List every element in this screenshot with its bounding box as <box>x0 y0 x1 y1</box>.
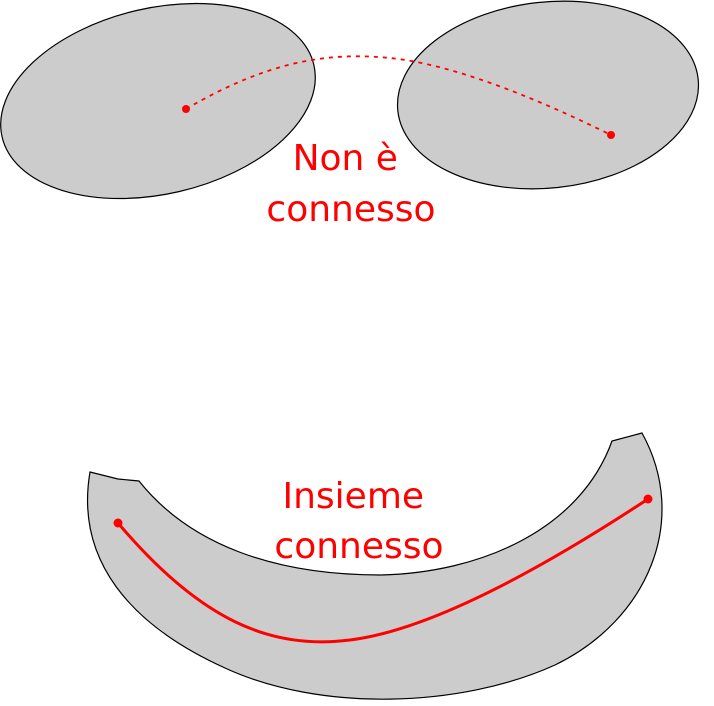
connected-label-line1: Insieme <box>282 476 424 517</box>
connected-set: Insieme connesso <box>86 432 663 700</box>
connected-label: Insieme connesso <box>274 476 443 567</box>
left-path-endpoint <box>182 105 190 113</box>
dashed-path-between-regions <box>185 55 612 136</box>
disconnected-label: Non è connesso <box>266 138 435 230</box>
connected-label-line2: connesso <box>274 526 443 567</box>
disconnected-label-line2: connesso <box>266 189 435 230</box>
solid-path-inside-region <box>116 497 649 644</box>
right-path-endpoint <box>607 131 615 139</box>
disconnected-label-line1: Non è <box>293 138 398 179</box>
left-curve-endpoint <box>113 518 123 528</box>
right-ellipse-region <box>396 0 700 190</box>
left-ellipse-region <box>0 2 316 200</box>
crescent-region <box>86 432 663 700</box>
disconnected-set: Non è connesso <box>0 0 700 230</box>
right-curve-endpoint <box>643 494 653 504</box>
